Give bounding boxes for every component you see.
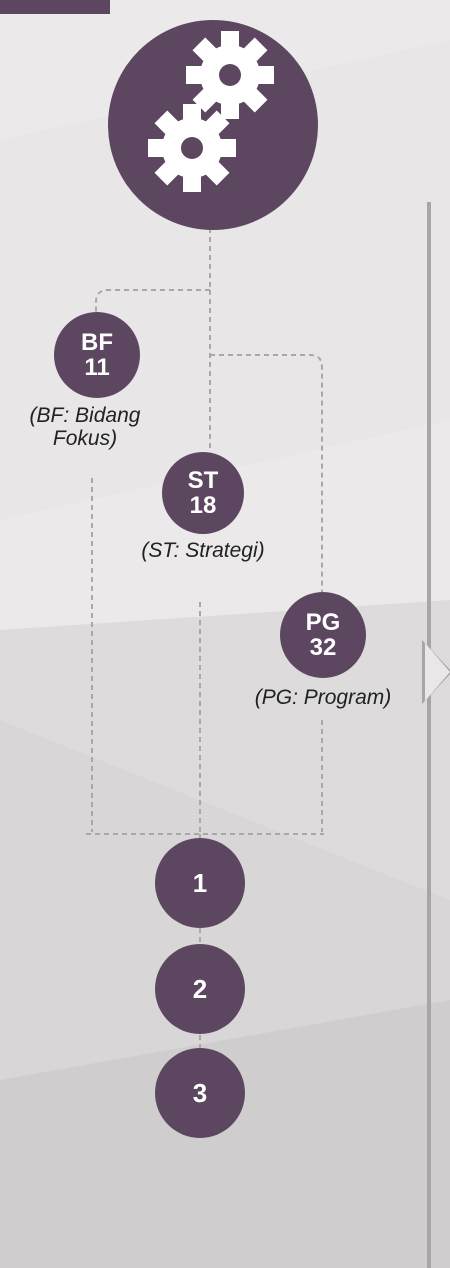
node-pg-count: 32 (309, 633, 337, 661)
caption-st: (ST: Strategi) (141, 539, 265, 562)
node-bf: BF 11 (54, 312, 140, 398)
timeline-divider (427, 202, 431, 1268)
caption-pg: (PG: Program) (254, 686, 392, 709)
node-st: ST 18 (162, 452, 244, 534)
gears-icon (148, 31, 274, 192)
caption-bf: (BF: Bidang Fokus) (29, 404, 141, 450)
gears-icon-circle (108, 20, 318, 230)
node-bf-count: 11 (84, 353, 110, 381)
step-2: 2 (155, 944, 245, 1034)
step-3: 3 (155, 1048, 245, 1138)
node-pg-code: PG (305, 608, 341, 636)
node-bf-code: BF (81, 328, 113, 356)
step-1: 1 (155, 838, 245, 928)
node-st-count: 18 (189, 491, 217, 519)
header-tab (0, 0, 110, 14)
node-pg: PG 32 (280, 592, 366, 678)
node-st-code: ST (187, 466, 219, 494)
